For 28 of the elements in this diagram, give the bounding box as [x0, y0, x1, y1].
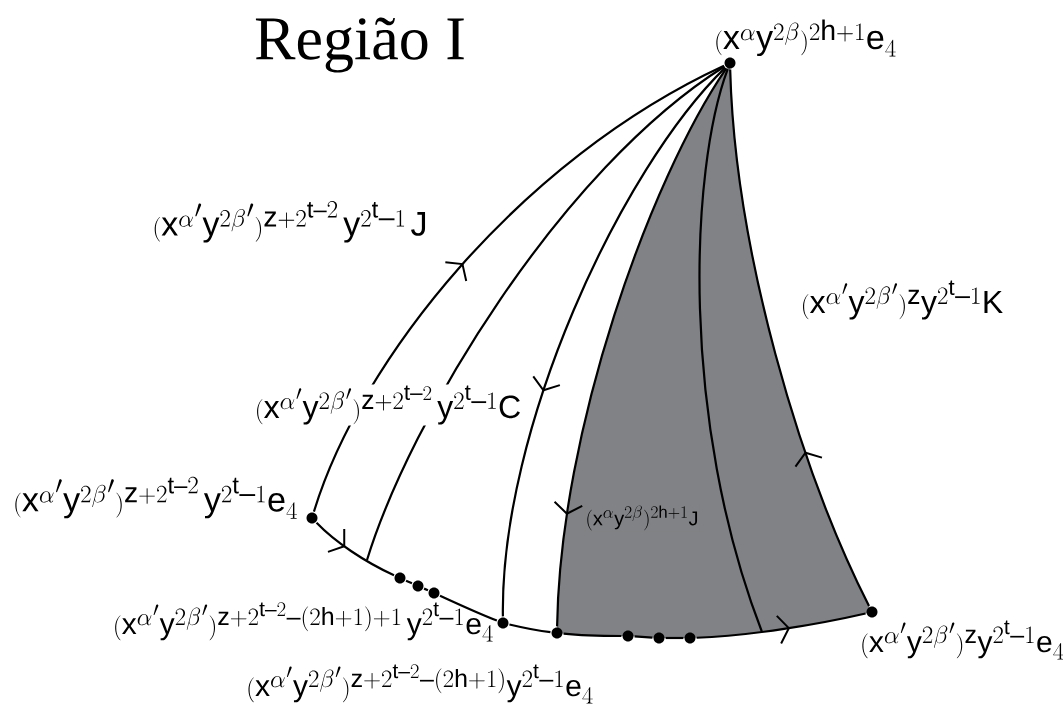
curve: [312, 64, 725, 513]
edge-label: $(x^{\alpha'}y^{2\beta'})^{z}y^{2^t-1}K$: [799, 279, 1005, 321]
node-label: $(x^{\alpha'}y^{2\beta'})^{z}y^{2^t-1}e_4$: [862, 620, 1063, 660]
labelled-vertex: $(x^{\alpha'}y^{2\beta'})^{z+2^{t-2}}\,y^{2^t-1}e_4$: [15, 476, 318, 524]
curve: [423, 587, 429, 592]
edge-label: $(x^{\alpha'}y^{2\beta'})^{z+2^{t-2}}\,y^{2^t-1}\,J$: [151, 200, 429, 244]
curve: [553, 67, 728, 627]
node-label: $(x^{\alpha'}y^{2\beta'})^{z+2^{t-2}}\,y^{2^t-1}e_4$: [15, 476, 297, 519]
labelled-vertex: $(x^{\alpha}y^{2\beta})^{2h+1}e_4$: [716, 19, 896, 69]
curve: [563, 632, 622, 638]
node-label: $(x^{\alpha'}y^{2\beta'})^{z+2^{t-2}-(2h+1)}y^{2^t-1}e_4$: [248, 664, 593, 704]
node-label: $(x^{\alpha}y^{2\beta})^{2h+1}e_4$: [716, 19, 896, 57]
curve: [365, 65, 726, 561]
curve: [696, 612, 866, 645]
curve: [405, 579, 413, 585]
labelled-vertex: $(x^{\alpha'}y^{2\beta'})^{z+2^{t-2}-(2h+1)+1}\,y^{2^t-1}e_4$: [115, 602, 509, 642]
edge-label: $(x^{\alpha'}y^{2\beta'})^{z+2^{t-2}}\,y^{2^t-1}C$: [253, 384, 523, 426]
curve: [501, 66, 727, 617]
edge-label: $(x^{\alpha}y^{2\beta})^{2h+1}J$: [584, 504, 700, 532]
curve: [509, 623, 551, 634]
curve: [698, 68, 764, 633]
title: Região I: [255, 17, 464, 73]
curve: [729, 69, 870, 607]
curve: [634, 635, 653, 639]
labelled-vertex: $(x^{\alpha'}y^{2\beta'})^{z}y^{2^t-1}e_4$: [862, 606, 1063, 660]
curve: [439, 594, 498, 622]
curve: [315, 521, 395, 577]
curve: [665, 636, 684, 640]
